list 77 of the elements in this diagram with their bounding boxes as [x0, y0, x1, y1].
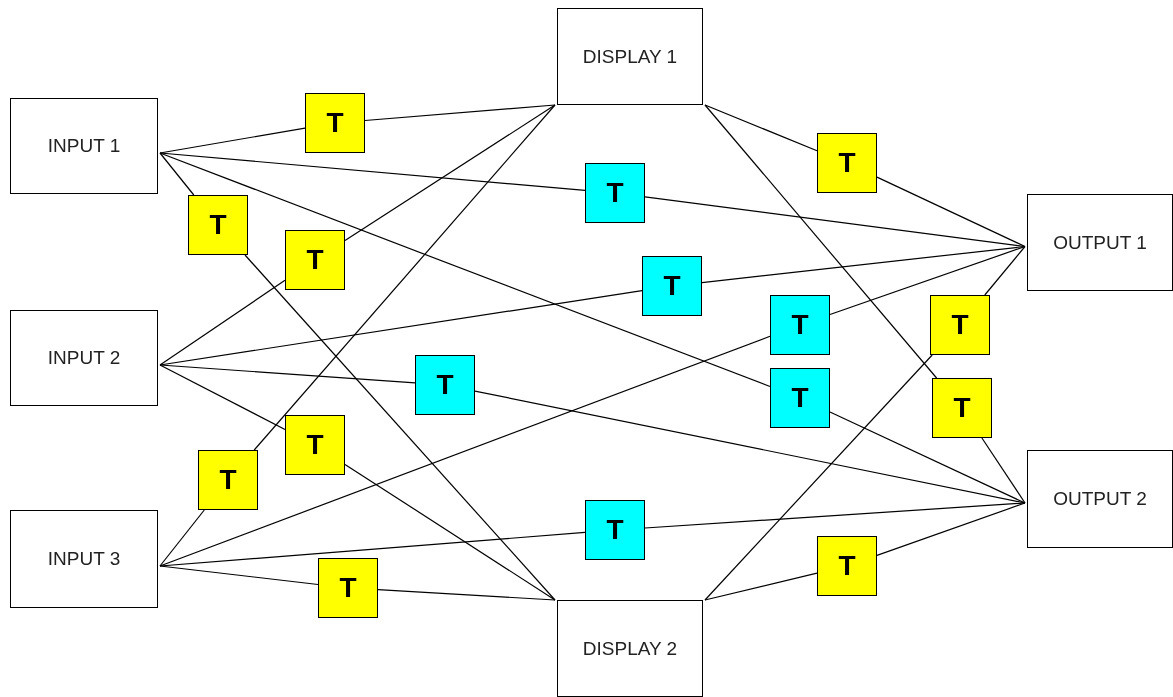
t-box: [932, 378, 992, 438]
box-letter: T: [838, 147, 856, 179]
t-box: [415, 355, 475, 415]
box-letter: T: [209, 209, 227, 241]
box-letter: T: [326, 107, 344, 139]
device-box: [1027, 450, 1173, 548]
t-box: [188, 195, 248, 255]
connector-line: [159, 335, 771, 567]
connector-line: [981, 437, 1026, 504]
t-box: [285, 415, 345, 475]
box-letter: T: [663, 270, 681, 302]
t-box: [817, 536, 877, 596]
t-box: [770, 295, 830, 355]
connector-line: [159, 565, 319, 586]
connector-line: [159, 152, 195, 196]
t-box: [930, 295, 990, 355]
connector-line: [474, 390, 1026, 504]
connector-line: [876, 176, 1026, 248]
connector-line: [159, 290, 643, 366]
box-letter: T: [953, 392, 971, 424]
box-letter: T: [951, 309, 969, 341]
t-box: [318, 558, 378, 618]
box-letter: T: [606, 514, 624, 546]
connector-line: [159, 364, 416, 384]
connector-line: [704, 104, 938, 379]
connector-line: [704, 104, 818, 152]
t-box: [585, 163, 645, 223]
device-box: [10, 310, 158, 406]
connector-line: [364, 104, 556, 122]
connector-line: [644, 502, 1026, 529]
box-letter: T: [306, 429, 324, 461]
connector-line: [829, 245, 1026, 316]
connector-line: [159, 364, 286, 431]
box-letter: T: [339, 572, 357, 604]
connector-line: [377, 589, 556, 601]
connector-line: [704, 572, 818, 601]
t-box: [817, 133, 877, 193]
box-letter: T: [306, 244, 324, 276]
box-letter: T: [436, 369, 454, 401]
t-box: [198, 450, 258, 510]
device-label: OUTPUT 1: [1053, 231, 1147, 254]
device-label: INPUT 1: [47, 135, 121, 157]
connector-line: [244, 254, 556, 601]
connector-line: [701, 245, 1026, 284]
connector-line: [159, 279, 286, 366]
box-letter: T: [606, 177, 624, 209]
connector-line: [159, 152, 586, 191]
connector-line: [344, 463, 556, 601]
t-box: [305, 93, 365, 153]
connector-line: [876, 502, 1026, 556]
device-box: [1027, 194, 1173, 291]
t-box: [285, 230, 345, 290]
device-box: [10, 98, 158, 194]
connector-line: [159, 127, 306, 154]
device-box: [557, 600, 703, 697]
connector-line: [829, 411, 1026, 504]
box-letter: T: [219, 464, 237, 496]
connector-line: [984, 245, 1026, 296]
device-label: OUTPUT 2: [1053, 488, 1147, 510]
device-label: DISPLAY 2: [582, 637, 678, 660]
device-label: DISPLAY 1: [582, 45, 678, 68]
connector-line: [704, 354, 933, 601]
connector-line: [159, 531, 586, 567]
box-letter: T: [838, 550, 856, 582]
box-letter: T: [791, 382, 809, 414]
t-box: [642, 256, 702, 316]
device-box: [557, 8, 703, 105]
t-box: [585, 500, 645, 560]
device-label: INPUT 2: [47, 347, 121, 369]
device-box: [10, 510, 158, 608]
connector-line: [159, 509, 205, 567]
connector-line: [344, 104, 556, 242]
connector-line: [253, 104, 556, 451]
connector-line: [159, 152, 771, 388]
device-label: INPUT 3: [47, 548, 121, 570]
t-box: [770, 368, 830, 428]
box-letter: T: [791, 309, 809, 341]
